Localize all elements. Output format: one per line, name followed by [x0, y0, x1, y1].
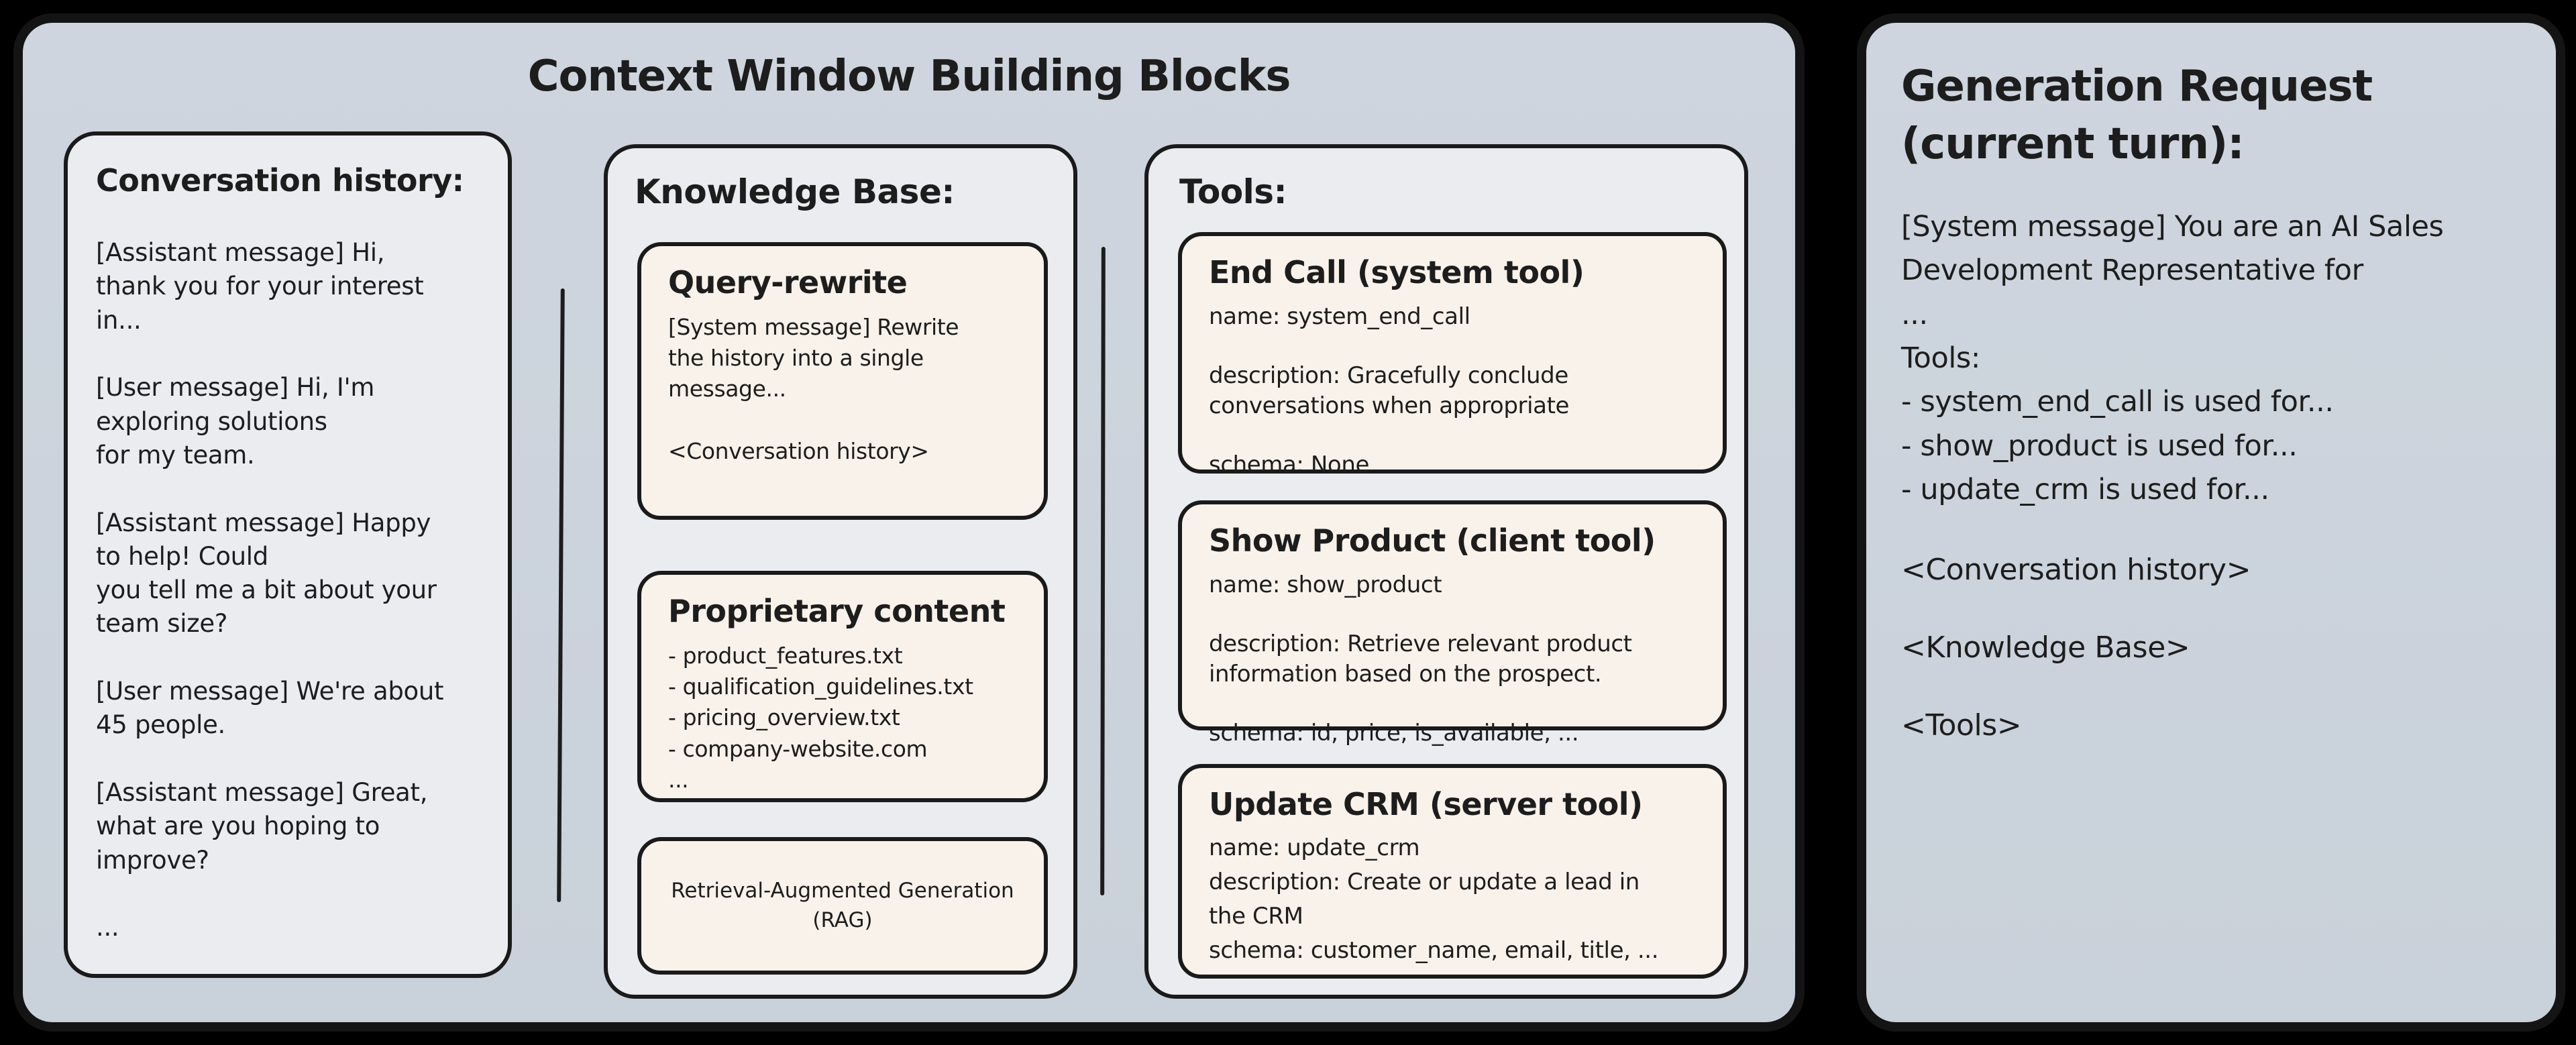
- proprietary-content-card-title: Proprietary content: [668, 593, 1006, 629]
- query-rewrite-card: Query-rewrite [System message] Rewrite t…: [637, 242, 1048, 520]
- placeholder-tools: <Tools>: [1901, 708, 2022, 742]
- query-rewrite-card-title: Query-rewrite: [668, 264, 908, 300]
- update-crm-tool-title: Update CRM (server tool): [1209, 786, 1643, 822]
- generation-request-title: Generation Request (current turn):: [1901, 62, 2373, 169]
- update-crm-tool-body: name: update_crm description: Create or …: [1209, 834, 1659, 964]
- generation-request-body: [System message] You are an AI Sales Dev…: [1901, 210, 2444, 507]
- placeholder-conversation-history: <Conversation history>: [1901, 552, 2251, 587]
- panel-divider: [1100, 246, 1106, 896]
- conversation-history-heading: Conversation history:: [96, 162, 464, 199]
- show-product-tool-body: name: show_product description: Retrieve…: [1209, 571, 1632, 747]
- context-window-container: Context Window Building Blocks Conversat…: [13, 13, 1805, 1032]
- show-product-tool-card: Show Product (client tool) name: show_pr…: [1178, 500, 1727, 747]
- end-call-tool-body: name: system_end_call description: Grace…: [1209, 303, 1570, 478]
- generation-request-panel: Generation Request (current turn): [Syst…: [1857, 13, 2565, 1032]
- diagram-title: Context Window Building Blocks: [527, 52, 1291, 101]
- update-crm-tool-card: Update CRM (server tool) name: update_cr…: [1178, 764, 1727, 979]
- query-rewrite-card-body: [System message] Rewrite the history int…: [668, 314, 959, 464]
- rag-card: Retrieval-Augmented Generation (RAG): [637, 837, 1048, 975]
- knowledge-base-panel: Knowledge Base: Query-rewrite [System me…: [604, 144, 1077, 999]
- placeholder-knowledge-base: <Knowledge Base>: [1901, 630, 2190, 665]
- tools-panel: Tools: End Call (system tool) name: syst…: [1144, 144, 1748, 999]
- end-call-tool-card: End Call (system tool) name: system_end_…: [1178, 232, 1727, 478]
- tools-heading: Tools:: [1179, 172, 1287, 211]
- conversation-history-panel: Conversation history: [Assistant message…: [64, 131, 512, 978]
- rag-label: Retrieval-Augmented Generation (RAG): [671, 879, 1014, 932]
- conversation-history-messages: [Assistant message] Hi, thank you for yo…: [96, 238, 444, 942]
- proprietary-content-card: Proprietary content - product_features.t…: [637, 571, 1048, 802]
- proprietary-content-card-body: - product_features.txt - qualification_g…: [668, 643, 973, 793]
- panel-divider: [557, 288, 565, 903]
- knowledge-base-heading: Knowledge Base:: [635, 172, 955, 211]
- end-call-tool-title: End Call (system tool): [1209, 254, 1585, 290]
- show-product-tool-title: Show Product (client tool): [1209, 522, 1656, 559]
